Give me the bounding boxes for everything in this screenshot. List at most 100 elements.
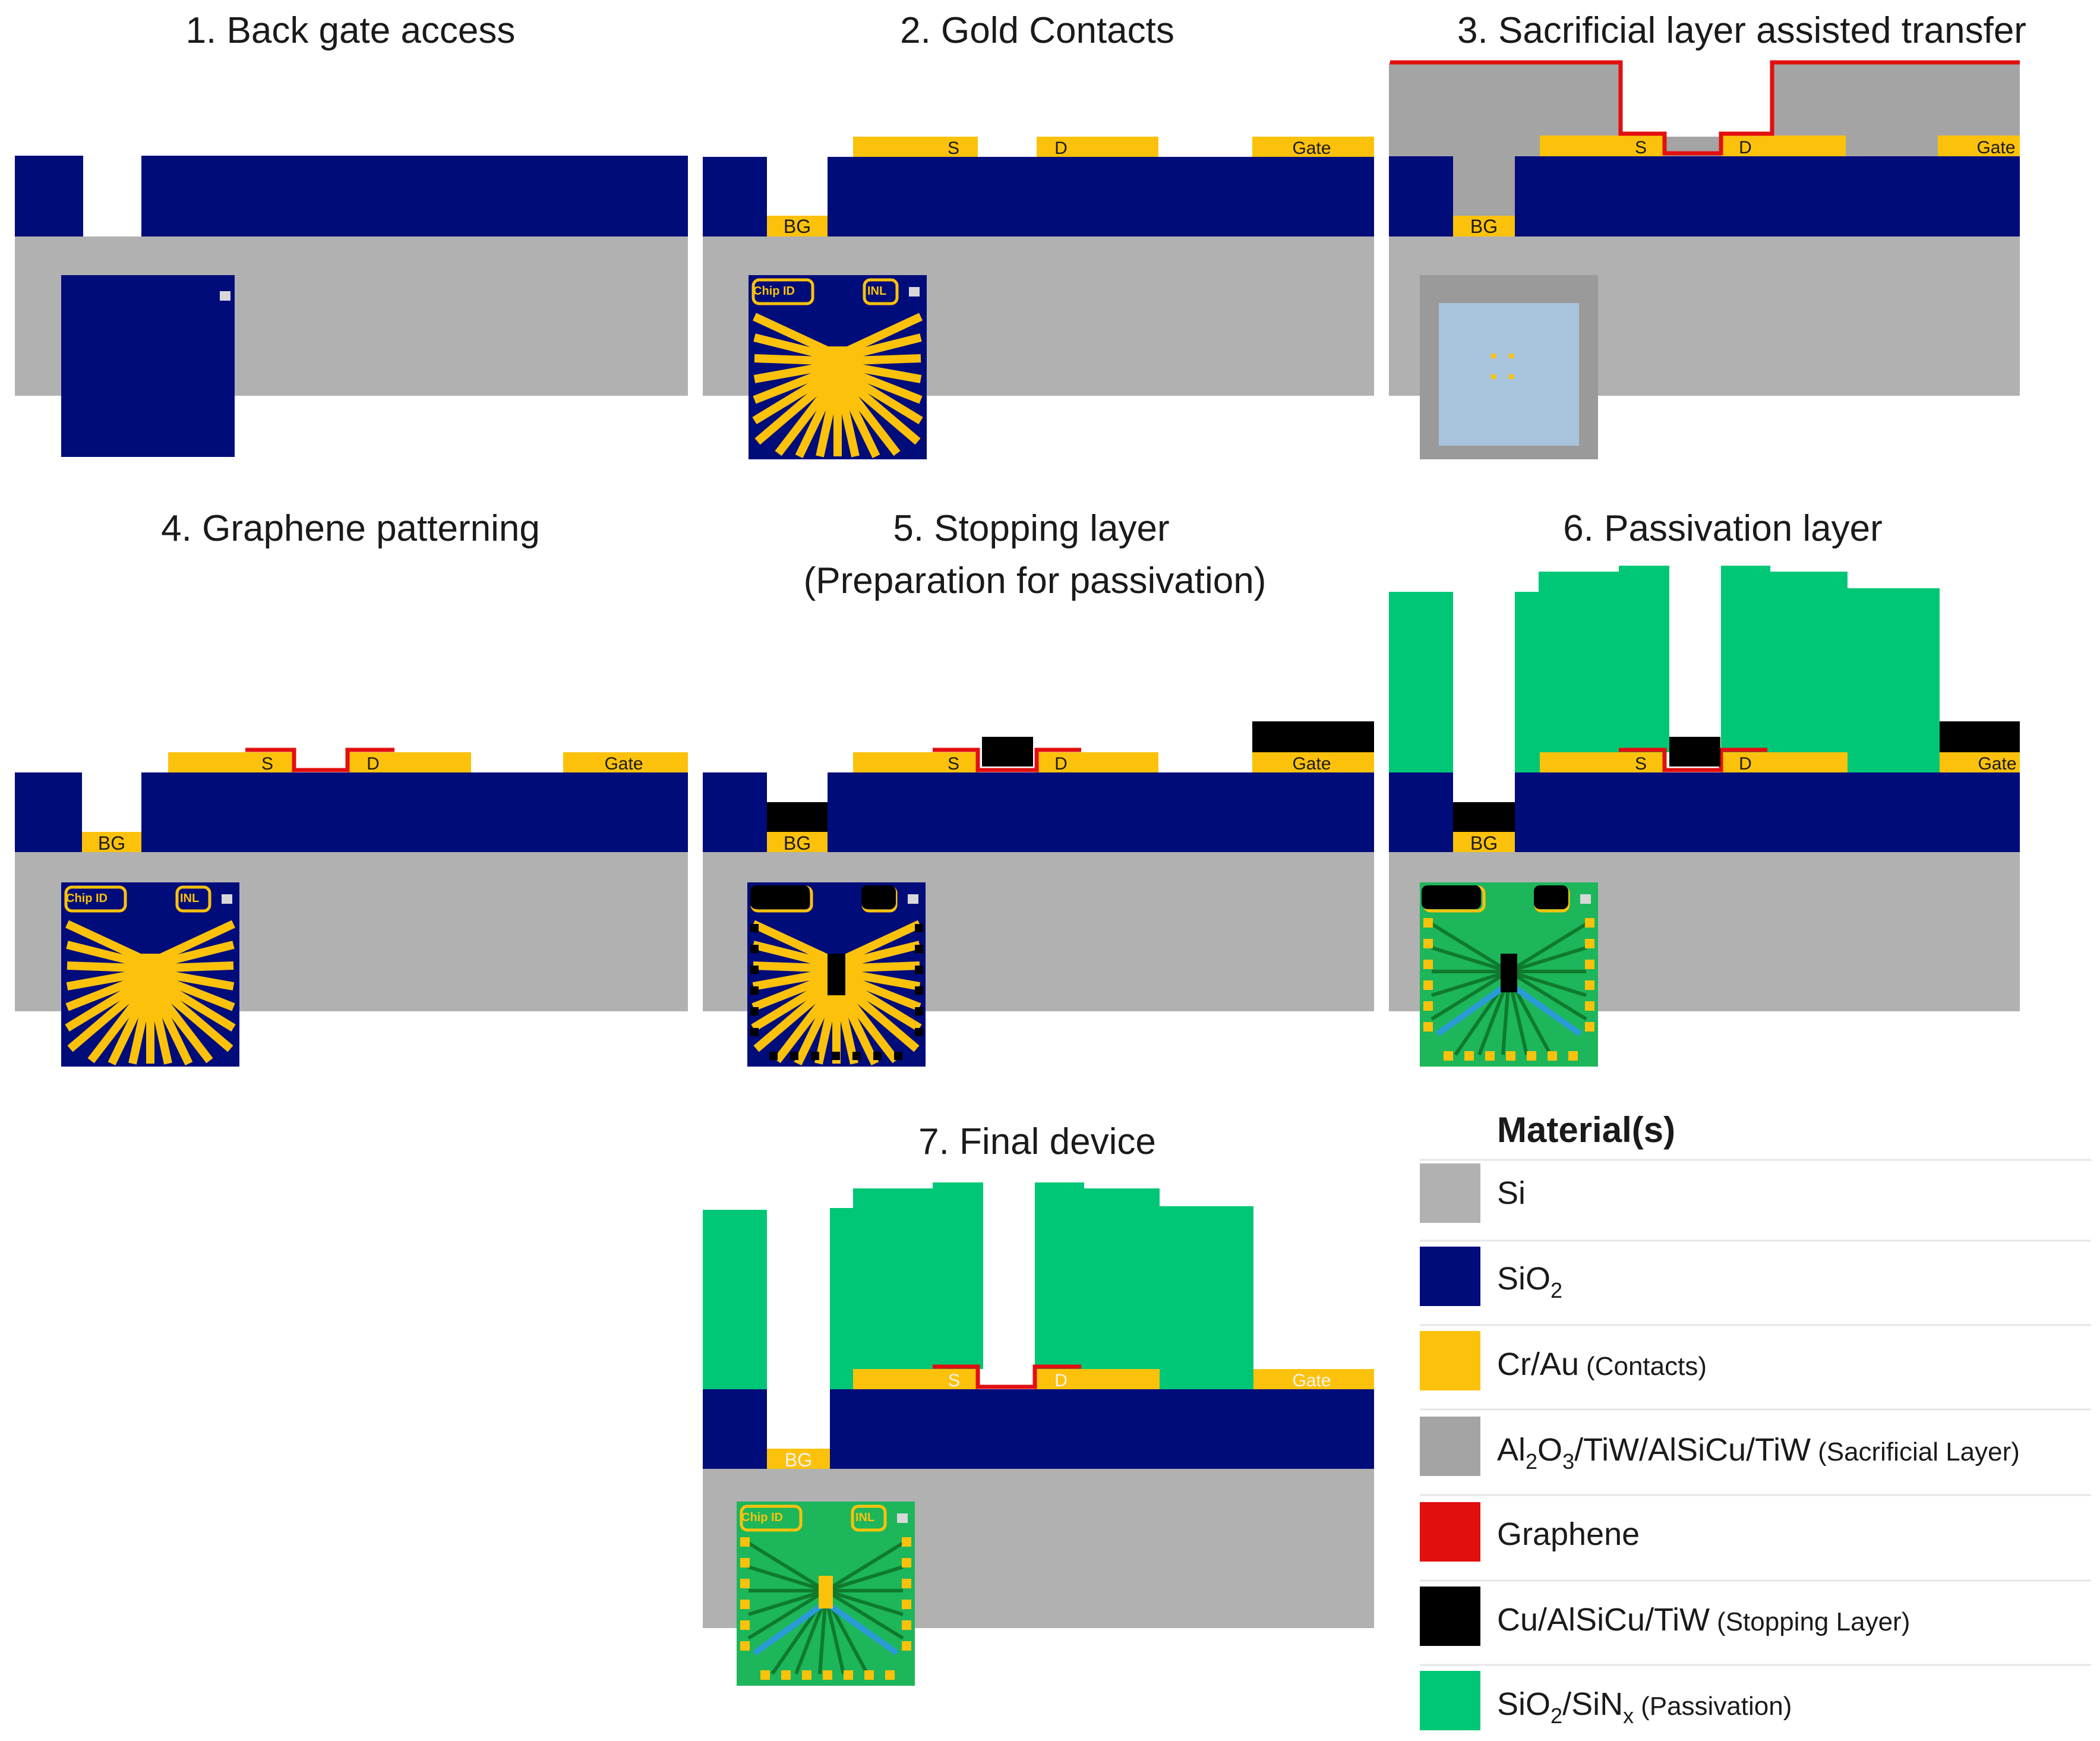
passivation-left	[1389, 592, 1453, 772]
sio2-right	[828, 772, 1374, 852]
legend-label-sacrificial: Al2O3/TiW/AlSiCu/TiW(Sacrificial Layer)	[1497, 1432, 2020, 1474]
legend-swatch-sacrificial	[1420, 1417, 1480, 1476]
panel-1: 1. Back gate access	[15, 10, 688, 457]
bg-contact	[767, 216, 828, 236]
chip-id-label: Chip ID	[66, 892, 108, 905]
bg-label: BG	[785, 1449, 812, 1471]
source-label: S	[948, 1371, 960, 1390]
gate-contact	[1253, 1369, 1374, 1389]
source-contact	[1540, 135, 1665, 156]
chip-logo-label: INL	[867, 285, 886, 298]
graphene-channel	[933, 748, 1081, 772]
drain-label: D	[1054, 1371, 1068, 1390]
chip-inset	[61, 275, 235, 457]
panel-2-title: 2. Gold Contacts	[900, 10, 1174, 51]
chip-inset	[1420, 275, 1598, 459]
drain-label: D	[1739, 754, 1752, 774]
legend-label-stopping: Cu/AlSiCu/TiW(Stopping Layer)	[1497, 1602, 1910, 1638]
sio2-left	[1389, 156, 1453, 236]
bg-label: BG	[784, 832, 811, 854]
legend-item-passivation: SiO2/SiNx(Passivation)	[1420, 1671, 1792, 1730]
graphene-layer	[1390, 60, 2020, 156]
chip-inset	[61, 882, 239, 1067]
sio2-right	[830, 1389, 1374, 1469]
legend-item-sio2: SiO2	[1420, 1247, 1562, 1306]
legend-swatch-passivation	[1420, 1671, 1480, 1730]
bg-contact	[1453, 216, 1515, 236]
bg-label: BG	[1470, 216, 1498, 237]
sio2-right	[141, 772, 688, 852]
panel-6-title: 6. Passivation layer	[1563, 508, 1883, 549]
gate-label: Gate	[1976, 138, 2015, 157]
graphene-channel	[1619, 748, 1767, 772]
sio2-left	[1389, 772, 1453, 852]
legend-item-si: Si	[1420, 1163, 1526, 1223]
source-contact	[853, 752, 978, 772]
panel-1-title: 1. Back gate access	[186, 10, 516, 51]
sio2-right	[1515, 772, 2020, 852]
bg-label: BG	[784, 216, 811, 237]
drain-label: D	[1739, 138, 1752, 157]
legend-label-passivation: SiO2/SiNx(Passivation)	[1497, 1686, 1792, 1728]
source-label: S	[1635, 138, 1647, 157]
legend-header: Material(s)	[1497, 1110, 1675, 1150]
bg-label: BG	[98, 832, 125, 854]
panel-7: 7. Final device BG S D Gate	[703, 1121, 1374, 1686]
sio2-left	[15, 156, 83, 236]
gate-contact	[1938, 135, 2020, 156]
chip-inset	[747, 882, 926, 1067]
drain-label: D	[1054, 138, 1068, 158]
gate-contact	[1252, 137, 1374, 157]
stopping-channel	[982, 737, 1033, 767]
drain-contact	[1035, 1369, 1160, 1389]
sio2-left	[703, 157, 767, 236]
panel-5-title-line1: 5. Stopping layer	[893, 508, 1169, 549]
passivation-mid-left	[830, 1182, 983, 1389]
bg-contact	[767, 1449, 830, 1469]
sio2-right	[828, 157, 1374, 236]
legend-label-graphene: Graphene	[1497, 1516, 1640, 1552]
gate-label: Gate	[1978, 754, 2016, 774]
legend-swatch-gold	[1420, 1331, 1480, 1390]
panel-6: 6. Passivation layer BG S D Gate	[1389, 508, 2020, 1067]
gate-contact	[1252, 752, 1374, 772]
legend: Material(s) Si SiO2 Cr/Au(Contacts) Al2O…	[1420, 1110, 2091, 1730]
legend-swatch-graphene	[1420, 1502, 1480, 1562]
source-contact	[168, 752, 294, 772]
panel-2: 2. Gold Contacts BG S D Gate	[703, 10, 1374, 459]
sio2-right	[1515, 156, 2020, 236]
graphene-channel	[933, 1364, 1081, 1389]
sio2-left	[703, 772, 767, 852]
passivation-mid-right	[1721, 566, 1940, 772]
gate-label: Gate	[1292, 1371, 1331, 1390]
drain-contact	[348, 752, 471, 772]
drain-contact	[1721, 752, 1848, 772]
gate-contact	[1940, 752, 2020, 772]
panel-7-title: 7. Final device	[918, 1121, 1156, 1162]
panel-3: 3. Sacrificial layer assisted transfer B…	[1389, 10, 2026, 459]
chip-logo-label: INL	[180, 892, 199, 905]
sio2-right	[141, 156, 688, 236]
stopping-bg	[1453, 802, 1515, 832]
bg-contact	[1453, 832, 1515, 852]
stopping-gate	[1940, 721, 2020, 752]
drain-label: D	[367, 754, 380, 774]
source-label: S	[948, 754, 959, 774]
drain-contact	[1037, 137, 1158, 157]
chip-id-label: Chip ID	[753, 285, 795, 298]
gap-window	[1621, 62, 1772, 137]
source-label: S	[948, 138, 959, 158]
panel-4: 4. Graphene patterning BG S D Gate	[15, 508, 688, 1067]
legend-swatch-si	[1420, 1163, 1480, 1223]
chip-inset	[737, 1502, 915, 1686]
gate-label: Gate	[604, 754, 643, 774]
source-label: S	[261, 754, 273, 774]
legend-swatch-stopping	[1420, 1587, 1480, 1646]
stopping-gate	[1252, 721, 1374, 752]
legend-item-stopping: Cu/AlSiCu/TiW(Stopping Layer)	[1420, 1587, 1910, 1646]
sio2-left	[15, 772, 82, 852]
bg-contact	[82, 832, 141, 852]
stopping-bg	[767, 802, 828, 832]
chip-inset	[1420, 882, 1598, 1067]
